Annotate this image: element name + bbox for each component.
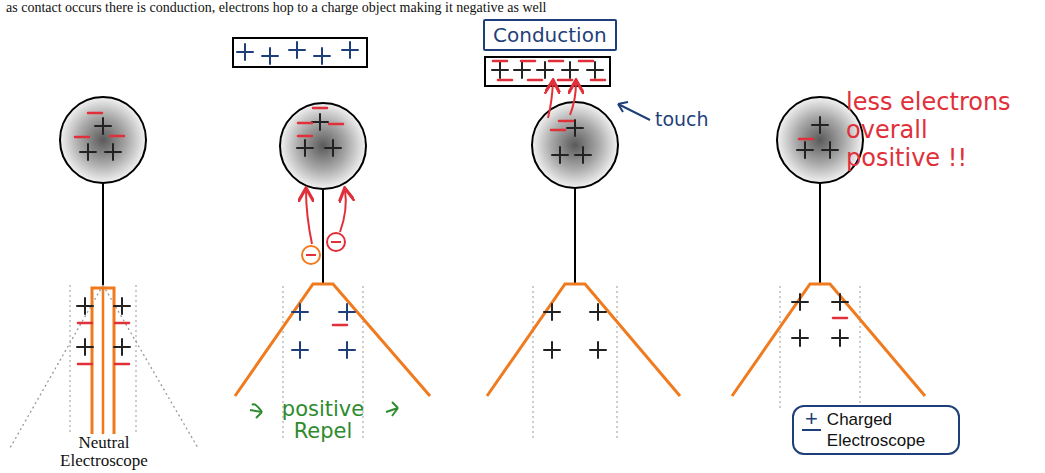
charge-stroke <box>237 44 253 60</box>
charge-stroke <box>551 129 565 132</box>
heading-note: as contact occurs there is conduction, e… <box>6 0 547 16</box>
charge-stroke <box>114 298 130 314</box>
charge-stroke <box>833 317 847 320</box>
charge-stroke <box>292 342 308 358</box>
charge-stroke <box>590 304 606 320</box>
charge-stroke <box>312 114 328 130</box>
charge-stroke <box>567 120 583 136</box>
charge-stroke <box>298 135 312 138</box>
charge-stroke <box>832 294 848 310</box>
induced-electroscope <box>233 38 430 440</box>
charge-stroke <box>333 324 347 327</box>
charge-stroke <box>95 118 111 134</box>
charge-stroke <box>493 60 507 63</box>
charge-stroke <box>115 322 129 325</box>
charge-stroke <box>77 298 93 314</box>
charge-stroke <box>105 144 121 160</box>
charge-stroke <box>77 339 93 355</box>
neutral-electroscope <box>10 97 198 448</box>
charge-stroke <box>339 342 355 358</box>
node-text: Conduction <box>493 23 607 47</box>
charge-stroke <box>114 339 130 355</box>
charge-stroke <box>78 322 92 325</box>
charge-stroke <box>78 363 92 366</box>
charge-stroke <box>792 330 808 346</box>
charge-stroke <box>549 60 563 63</box>
charge-stroke <box>544 342 560 358</box>
charge-stroke <box>115 363 129 366</box>
charge-stroke <box>88 112 102 115</box>
charge-stroke <box>110 135 124 138</box>
charge-stroke <box>289 42 305 58</box>
charge-stroke <box>822 142 838 158</box>
charge-stroke <box>75 136 89 139</box>
charge-stroke <box>579 60 593 63</box>
touch-note: touch <box>655 108 709 130</box>
charge-stroke <box>262 48 278 64</box>
charge-stroke <box>587 62 603 78</box>
conduction-electroscope <box>485 57 680 440</box>
charge-stroke <box>339 304 355 320</box>
charge-stroke <box>562 62 578 78</box>
charge-stroke <box>498 79 512 82</box>
charge-stroke <box>792 294 808 310</box>
charge-stroke <box>590 342 606 358</box>
charge-stroke <box>325 140 341 156</box>
charge-stroke <box>799 138 813 141</box>
charge-stroke <box>492 62 508 78</box>
charge-stroke <box>313 107 327 110</box>
charge-stroke <box>514 62 530 78</box>
electroscope-label: Neutral Electroscope <box>38 434 170 470</box>
result-note: less electrons overall positive !! <box>846 88 1026 172</box>
charge-stroke <box>558 79 572 82</box>
charge-stroke <box>591 79 605 82</box>
charge-stroke <box>552 147 568 163</box>
charge-stroke <box>314 48 330 64</box>
charge-stroke <box>80 144 96 160</box>
charge-stroke <box>832 330 848 346</box>
charge-stroke <box>297 140 313 156</box>
charge-stroke <box>298 122 312 125</box>
charge-stroke <box>797 142 813 158</box>
charge-stroke <box>329 123 343 126</box>
repel-note: positive Repel <box>268 398 378 442</box>
charge-stroke <box>812 117 828 133</box>
charge-symbols <box>75 42 848 364</box>
charge-stroke <box>559 120 573 123</box>
sign-text: + <box>802 409 821 431</box>
charge-stroke <box>544 304 560 320</box>
charge-stroke <box>342 42 358 58</box>
conduction-box: Conduction <box>483 19 617 51</box>
charge-stroke <box>575 147 591 163</box>
charge-stroke <box>292 304 308 320</box>
node-text: Charged Electroscope <box>827 409 950 451</box>
charged-electroscope-box: + Charged Electroscope <box>792 405 960 455</box>
charge-stroke <box>521 60 535 63</box>
charge-stroke <box>528 79 542 82</box>
charge-stroke <box>537 62 553 78</box>
